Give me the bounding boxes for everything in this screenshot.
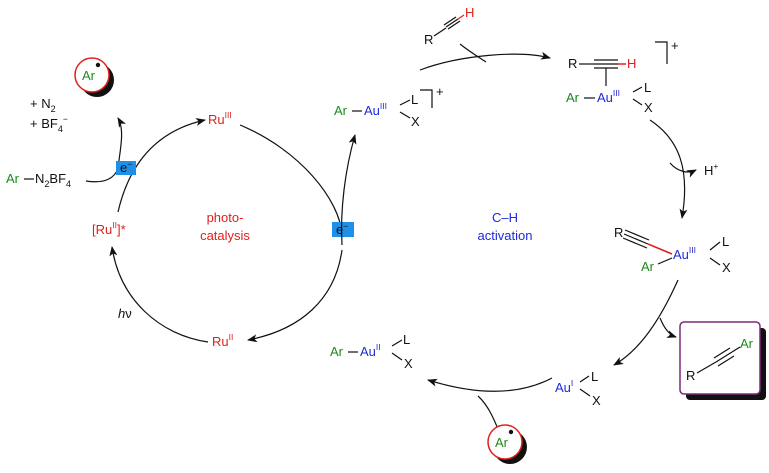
svg-text:R: R <box>686 368 695 383</box>
alkynyl-au-iii-complex: R AuIII Ar L X <box>614 225 731 275</box>
alkyne-reagent: R H <box>424 5 474 47</box>
pi-alkyne-au-iii-complex: R H + Ar AuIII L X <box>566 38 679 115</box>
svg-text:R: R <box>424 32 433 47</box>
ru-ii-label: RuII <box>212 332 233 349</box>
svg-text:e−: e− <box>120 159 132 175</box>
svg-text:H: H <box>465 5 474 20</box>
radical-dot <box>95 62 101 68</box>
svg-text:L: L <box>403 332 410 347</box>
svg-text:X: X <box>592 393 601 408</box>
svg-text:L: L <box>591 369 598 384</box>
photocatalysis-cycle: RuIII RuII [RuII]* hν photo- catalysis <box>92 110 343 349</box>
electron-transfer-center: e− <box>332 221 354 237</box>
svg-text:R: R <box>614 225 623 240</box>
diazonium-reagent: Ar N2BF4 <box>6 117 126 189</box>
svg-text:R: R <box>568 56 577 71</box>
svg-text:Ar: Ar <box>566 90 580 105</box>
proton-byproduct: H+ <box>704 161 718 178</box>
svg-text:AuIII: AuIII <box>364 101 387 118</box>
arrow-alkyne-in <box>459 43 487 63</box>
arrow-ru-ii-to-excited <box>109 246 209 343</box>
svg-text:e−: e− <box>336 221 348 237</box>
ch-title-line2: activation <box>478 228 533 243</box>
svg-text:L: L <box>722 234 729 249</box>
svg-text:X: X <box>722 260 731 275</box>
arrow-deprotonation <box>649 119 688 219</box>
svg-text:Ar: Ar <box>6 171 20 186</box>
aryl-radical-bottom: Ar <box>487 424 527 464</box>
svg-text:L: L <box>644 80 651 95</box>
au-iii-complex: Ar AuIII L X + <box>334 84 444 129</box>
radical-dot <box>508 429 514 435</box>
svg-text:Ar: Ar <box>740 336 754 351</box>
aryl-radical-top: Ar <box>74 57 114 97</box>
byproducts: + N2 + BF4− <box>30 96 68 134</box>
svg-text:+ N2: + N2 <box>30 96 56 114</box>
svg-text:AuIII: AuIII <box>597 88 620 105</box>
ch-activation-cycle: C–H activation <box>340 43 697 441</box>
arrow-excited-to-ru-iii <box>117 118 206 213</box>
ch-title-line1: C–H <box>492 210 518 225</box>
svg-text:+: + <box>671 38 679 53</box>
arrow-alkyne-addition <box>419 51 551 71</box>
arrow-to-ru-ii <box>247 249 343 343</box>
arrow-au-i-to-au-ii <box>427 377 553 392</box>
svg-text:Ar: Ar <box>495 435 509 450</box>
arrow-product-out <box>659 317 677 338</box>
svg-text:Ar: Ar <box>334 103 348 118</box>
au-i-complex: AuI L X <box>555 369 601 408</box>
svg-text:Ar: Ar <box>82 68 96 83</box>
svg-text:X: X <box>411 114 420 129</box>
ru-iii-label: RuIII <box>208 110 232 127</box>
electron-transfer-left: e− <box>116 159 136 175</box>
arrow-proton-out <box>669 162 697 178</box>
photocatalysis-title-line1: photo- <box>207 210 244 225</box>
svg-text:H: H <box>627 56 636 71</box>
arrow-ru-iii-to-right <box>239 124 343 236</box>
svg-text:N2BF4: N2BF4 <box>35 171 71 189</box>
svg-text:X: X <box>644 100 653 115</box>
svg-text:AuI: AuI <box>555 378 573 395</box>
light-label: hν <box>118 306 132 321</box>
ru-excited-label: [RuII]* <box>92 220 126 237</box>
svg-text:L: L <box>411 92 418 107</box>
photocatalysis-title-line2: catalysis <box>200 228 250 243</box>
svg-text:Ar: Ar <box>641 259 655 274</box>
svg-text:+: + <box>436 84 444 99</box>
svg-text:+ BF4−: + BF4− <box>30 114 68 134</box>
arrow-au-ii-up-to-au-iii <box>340 134 357 246</box>
svg-text:Ar: Ar <box>330 344 344 359</box>
svg-text:X: X <box>404 356 413 371</box>
arrow-reductive-elimination <box>613 279 679 366</box>
product-box: R Ar <box>679 321 766 400</box>
au-ii-complex: Ar AuII L X <box>330 332 413 371</box>
svg-text:AuII: AuII <box>360 342 381 359</box>
svg-text:AuIII: AuIII <box>673 245 696 262</box>
